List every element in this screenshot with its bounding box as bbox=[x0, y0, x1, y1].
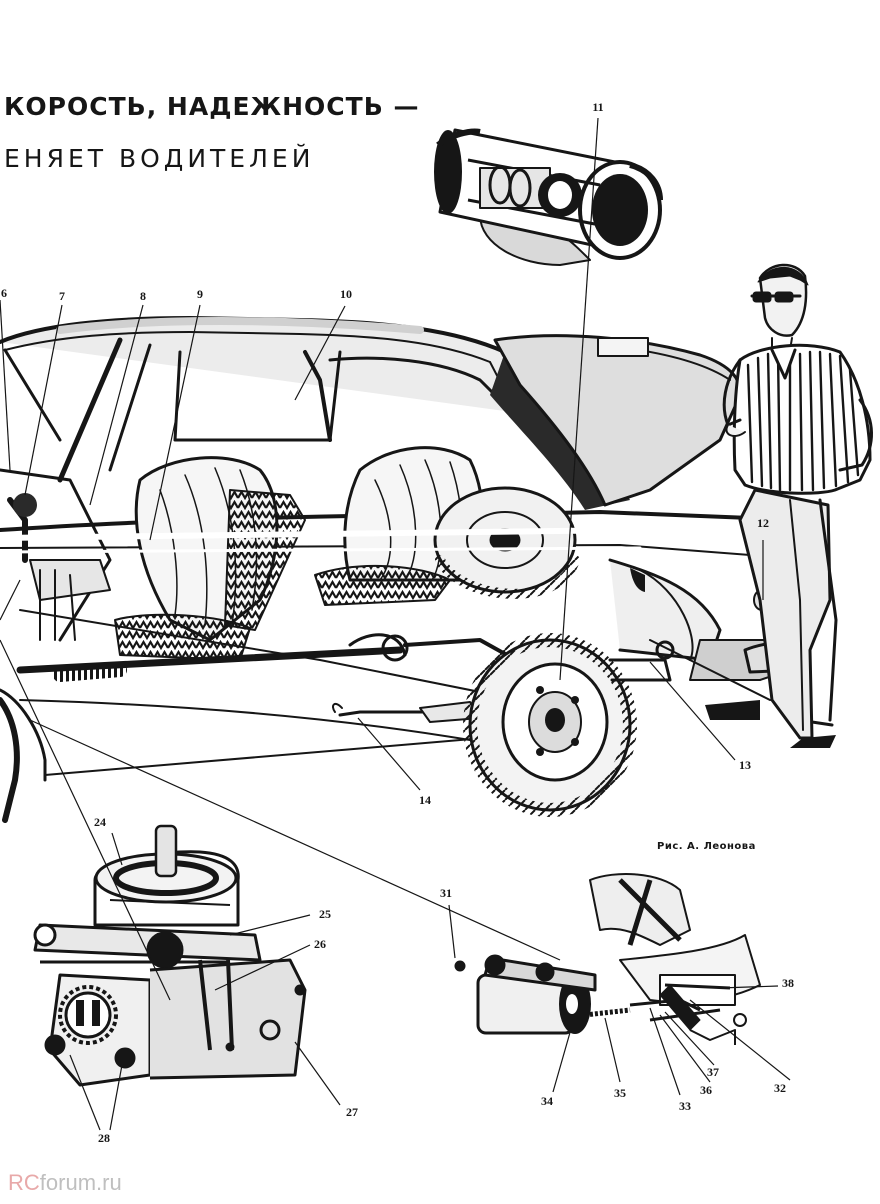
illustration-credit: Рис. А. Леонова bbox=[657, 841, 756, 852]
callout-10: 10 bbox=[340, 287, 352, 301]
man-figure-drawing bbox=[722, 263, 873, 748]
callout-26: 26 bbox=[314, 937, 326, 951]
callout-27: 27 bbox=[346, 1105, 358, 1119]
callout-13: 13 bbox=[739, 758, 751, 772]
callout-33: 33 bbox=[679, 1099, 691, 1113]
inset-servo-drawing bbox=[454, 873, 761, 1045]
car-cutaway-drawing bbox=[0, 316, 816, 823]
callout-24: 24 bbox=[94, 815, 106, 829]
callout-leader-lines bbox=[0, 117, 791, 1131]
callout-38: 38 bbox=[782, 976, 794, 990]
article-heading-line-1: КОРОСТЬ, НАДЕЖНОСТЬ — bbox=[4, 92, 420, 121]
inset-carburetor-drawing bbox=[33, 824, 307, 1087]
callout-9: 9 bbox=[197, 287, 203, 301]
callout-8: 8 bbox=[140, 289, 146, 303]
inset-cylinder-drawing bbox=[434, 128, 663, 266]
callout-25: 25 bbox=[319, 907, 331, 921]
watermark: RCforum.ru bbox=[8, 1170, 122, 1196]
callout-12: 12 bbox=[757, 516, 769, 530]
watermark-prefix: RC bbox=[8, 1170, 40, 1195]
callout-37: 37 bbox=[707, 1065, 719, 1079]
callout-35: 35 bbox=[614, 1086, 626, 1100]
callout-31: 31 bbox=[440, 886, 452, 900]
callout-32: 32 bbox=[774, 1081, 786, 1095]
callout-7: 7 bbox=[59, 289, 65, 303]
callout-36: 36 bbox=[700, 1083, 712, 1097]
callout-6: 6 bbox=[1, 286, 7, 300]
article-heading-line-2: ЕНЯЕТ ВОДИТЕЛЕЙ bbox=[4, 144, 315, 173]
callout-28: 28 bbox=[98, 1131, 110, 1145]
callout-11: 11 bbox=[592, 100, 604, 114]
watermark-suffix: forum.ru bbox=[39, 1170, 122, 1195]
callout-34: 34 bbox=[541, 1094, 553, 1108]
callout-14: 14 bbox=[419, 793, 431, 807]
